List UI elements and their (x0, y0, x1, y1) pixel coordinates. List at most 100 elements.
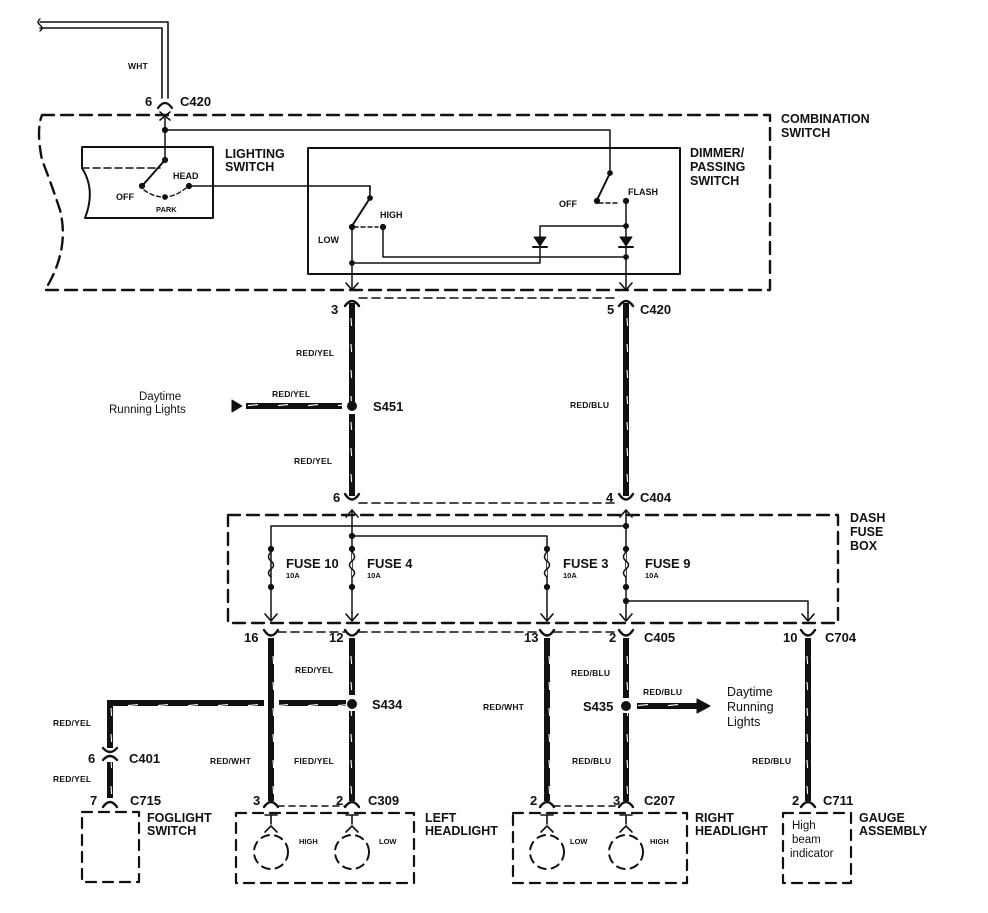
high-beam-indicator-label-line3: indicator (790, 848, 834, 860)
pin-label: 2 (530, 793, 538, 808)
wht-wire (37, 18, 169, 99)
pin-label: 10 (783, 630, 798, 645)
wire-color-label: RED/BLU (570, 400, 610, 410)
dimmer-passing-switch-box (307, 147, 681, 275)
wire-color-label: RED/BLU (643, 687, 683, 697)
high-beam-indicator-label-line2: beam (792, 834, 821, 846)
fuse-4-icon (348, 545, 356, 591)
wire-color-label: RED/YEL (294, 456, 333, 466)
splice-label-s435: S435 (583, 699, 614, 714)
pin-label: 5 (607, 302, 615, 317)
lighting-switch-label-line1: LIGHTING (225, 147, 285, 161)
fuse-rating: 10A (286, 571, 300, 580)
pin-label: 7 (90, 793, 98, 808)
pin-label: 2 (336, 793, 344, 808)
diode-icon (532, 236, 548, 248)
lighting-switch-label-line2: SWITCH (225, 160, 275, 174)
pin-label: 13 (524, 630, 539, 645)
high-beam-indicator-label-line1: High (792, 820, 816, 832)
connector-label-c704: C704 (825, 630, 857, 645)
wire-red-wht-fuse10 (268, 638, 274, 801)
wire-color-label: RED/WHT (210, 756, 252, 766)
switch-position-high: HIGH (380, 210, 403, 220)
wire-color-label: RED/BLU (572, 756, 612, 766)
combination-switch-label-line1: COMBINATION (781, 112, 870, 126)
connector-label-c401: C401 (129, 751, 161, 766)
connector-label-c207: C207 (644, 793, 676, 808)
switch-position-flash: FLASH (628, 187, 658, 197)
right-headlight-box (511, 811, 689, 885)
drl-label-line1: Daytime (139, 391, 182, 403)
dimmer-label-line1: DIMMER/ (690, 146, 745, 160)
wire-red-yel-s434-foglight (107, 700, 346, 798)
wire-color-label: RED/YEL (53, 718, 92, 728)
drl-right-label-line1: Daytime (727, 685, 773, 699)
connector-label-c404: C404 (640, 490, 672, 505)
fuse-rating: 10A (645, 571, 659, 580)
pin-label: 12 (329, 630, 344, 645)
combination-switch-label-line2: SWITCH (781, 126, 831, 140)
splice-s435 (621, 701, 631, 711)
dash-fuse-box-boundary (226, 513, 840, 625)
fuse-name: FUSE 3 (563, 556, 609, 571)
pin-label: 3 (253, 793, 261, 808)
fuse-3-icon (543, 545, 551, 591)
splice-s434 (347, 699, 357, 709)
connector-label-c711: C711 (823, 793, 854, 808)
pin-label: 6 (88, 751, 96, 766)
splice-s451 (347, 401, 357, 411)
pin-label: 3 (613, 793, 621, 808)
wire-red-blu-fuse9-upper (623, 638, 629, 698)
pin-label: 2 (609, 630, 617, 645)
left-low-bulb-icon (334, 814, 370, 870)
wire-color-label: RED/BLU (752, 756, 792, 766)
switch-position-low: LOW (318, 235, 339, 245)
pin-label: 6 (333, 490, 341, 505)
gauge-assembly-box (781, 811, 853, 885)
fuse-rating: 10A (563, 571, 577, 580)
wire-color-label: WHT (128, 61, 148, 71)
switch-position-off: OFF (559, 199, 577, 209)
right-low-bulb-icon (529, 814, 565, 870)
wire-red-blu-fuse9-lower (623, 713, 629, 801)
wire-fied-yel-fuse4-lower (349, 711, 355, 801)
foglight-switch-label-line2: SWITCH (147, 824, 197, 838)
bulb-label-low: LOW (379, 837, 397, 846)
connector-label-c420: C420 (640, 302, 672, 317)
gauge-assembly-label-line2: ASSEMBLY (859, 824, 928, 838)
diode-icon (618, 236, 634, 248)
splice-label-s434: S434 (372, 697, 403, 712)
lighting-switch-box (81, 146, 214, 219)
wire-red-yel-s451-c404 (349, 414, 355, 496)
fuse-name: FUSE 10 (286, 556, 339, 571)
wire-color-label: RED/BLU (571, 668, 611, 678)
wire-red-yel-drl-s451 (246, 403, 342, 409)
wire-red-blu-c704-c711 (805, 638, 811, 801)
splice-label-s451: S451 (373, 399, 404, 414)
left-headlight-box (234, 811, 416, 885)
left-headlight-label-line2: HEADLIGHT (425, 824, 498, 838)
connector-label-c309: C309 (368, 793, 400, 808)
left-headlight-label-line1: LEFT (425, 811, 457, 825)
wire-red-yel-fuse4-upper (349, 638, 355, 695)
bulb-label-low: LOW (570, 837, 588, 846)
fuse-9-icon (622, 545, 630, 591)
fuse-10-icon (267, 545, 275, 591)
pin-label: 6 (145, 94, 153, 109)
pin-label: 2 (792, 793, 800, 808)
pin-label: 3 (331, 302, 339, 317)
wire-red-blu-c420-c404 (623, 303, 629, 496)
fuse-name: FUSE 9 (645, 556, 691, 571)
wire-color-label: RED/WHT (483, 702, 525, 712)
fuse-name: FUSE 4 (367, 556, 413, 571)
combination-switch-boundary (37, 113, 772, 292)
drl-left-arrow-icon (231, 399, 243, 413)
wire-color-label: RED/YEL (272, 389, 311, 399)
bulb-label-high: HIGH (650, 837, 669, 846)
wire-red-blu-s435-drl (637, 703, 697, 709)
dash-fuse-box-label-line2: FUSE (850, 525, 884, 539)
wire-color-label: FIED/YEL (294, 756, 334, 766)
dimmer-label-line3: SWITCH (690, 174, 740, 188)
pin-label: 4 (606, 490, 614, 505)
drl-label-line2: Running Lights (109, 404, 186, 416)
